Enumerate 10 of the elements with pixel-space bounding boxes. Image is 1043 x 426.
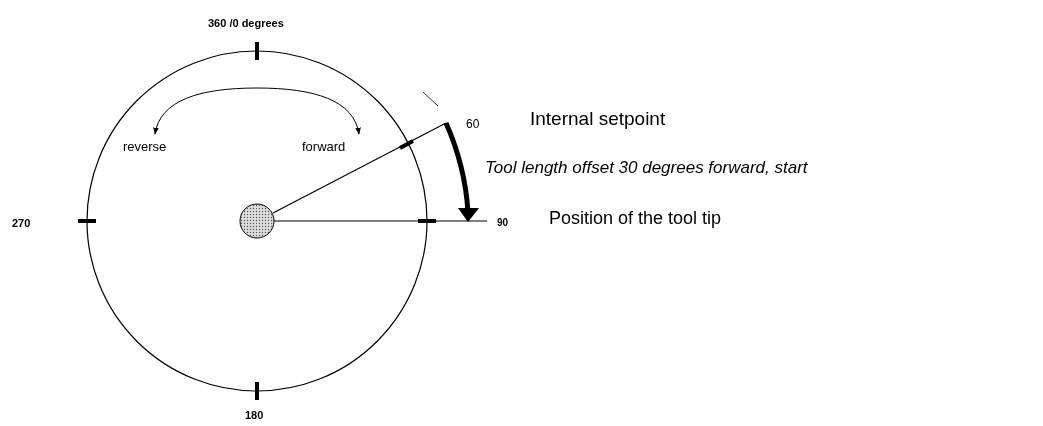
degree-label: 90 (497, 217, 509, 229)
direction-label: reverse (123, 140, 167, 155)
angle-label: 60 (466, 118, 480, 132)
degree-label: 180 (245, 409, 264, 422)
offset-note: Tool length offset 30 degrees forward, start (485, 158, 808, 178)
degree-label: 360 /0 degrees (208, 17, 284, 30)
direction-label: forward (302, 140, 346, 155)
position-label: Position of the tool tip (547, 208, 723, 229)
degree-label: 270 (12, 217, 31, 230)
setpoint-label: Internal setpoint (530, 108, 666, 130)
